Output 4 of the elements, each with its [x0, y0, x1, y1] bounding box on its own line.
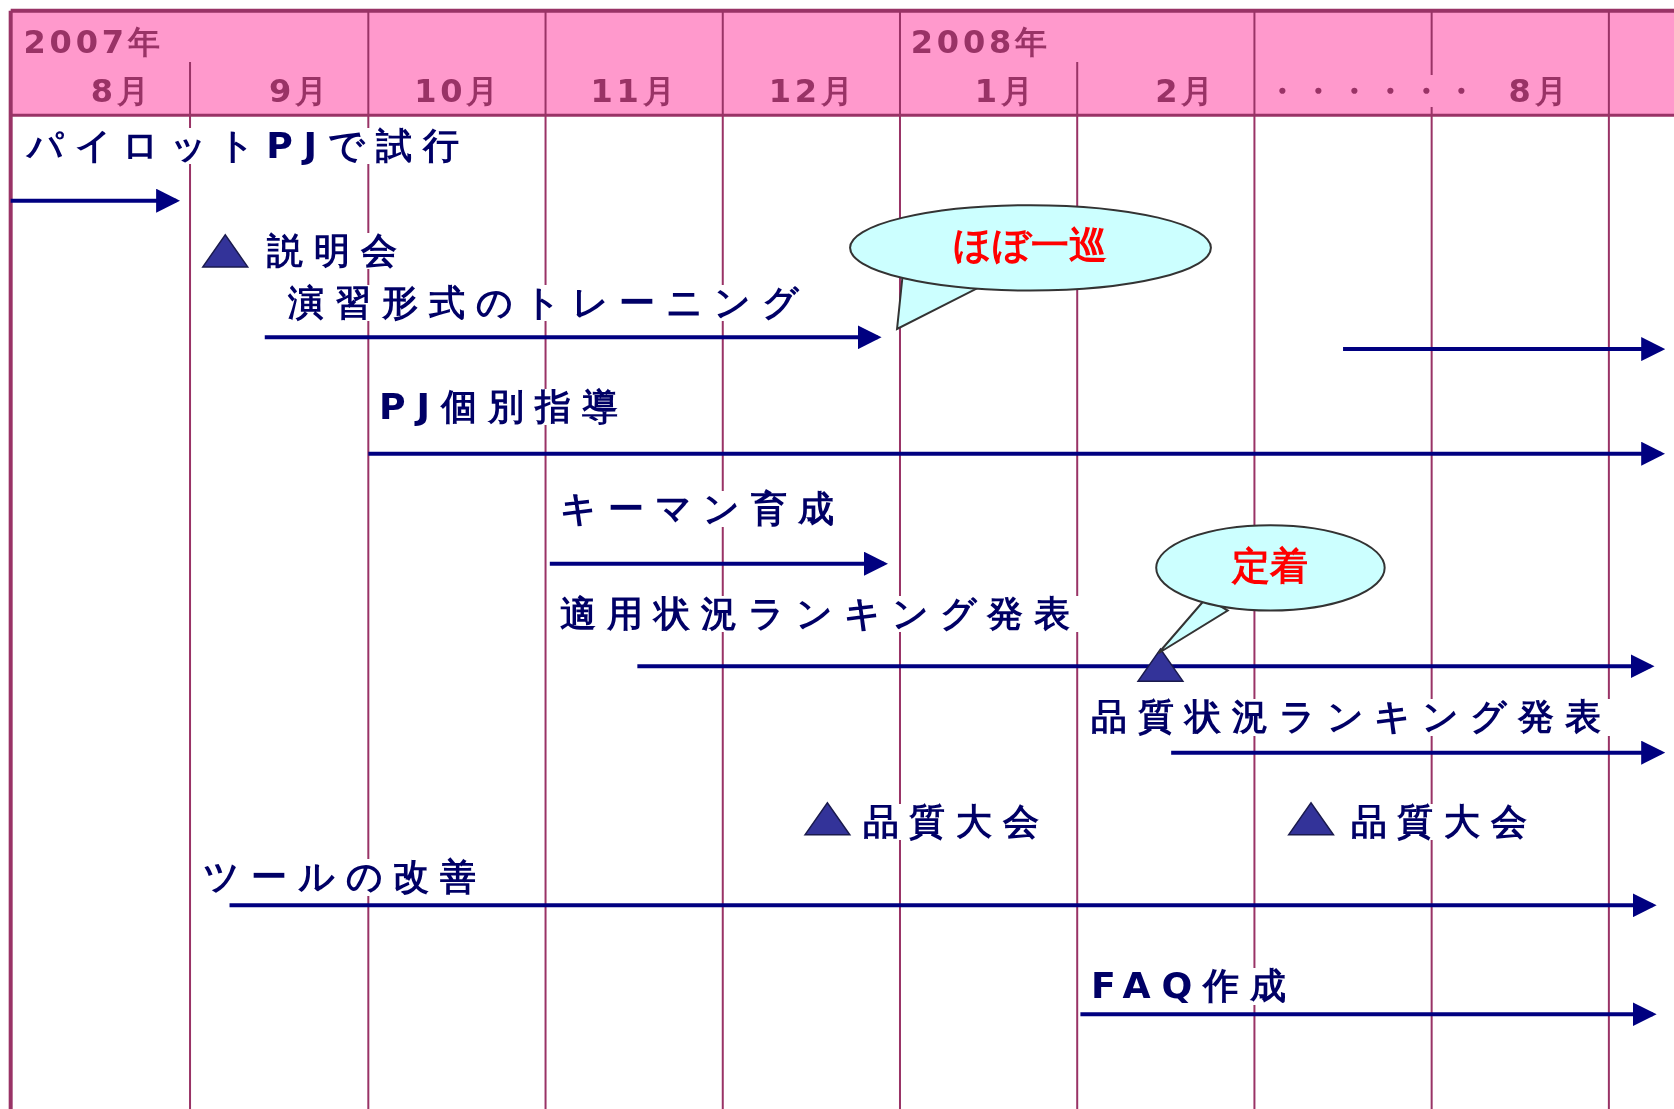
- callout-text: 定着: [1230, 546, 1310, 586]
- callout-text: ほぼ一巡: [952, 226, 1109, 265]
- task-label: 品質状況ランキング発表: [1091, 699, 1612, 736]
- task-label: 適用状況ランキング発表: [560, 595, 1082, 632]
